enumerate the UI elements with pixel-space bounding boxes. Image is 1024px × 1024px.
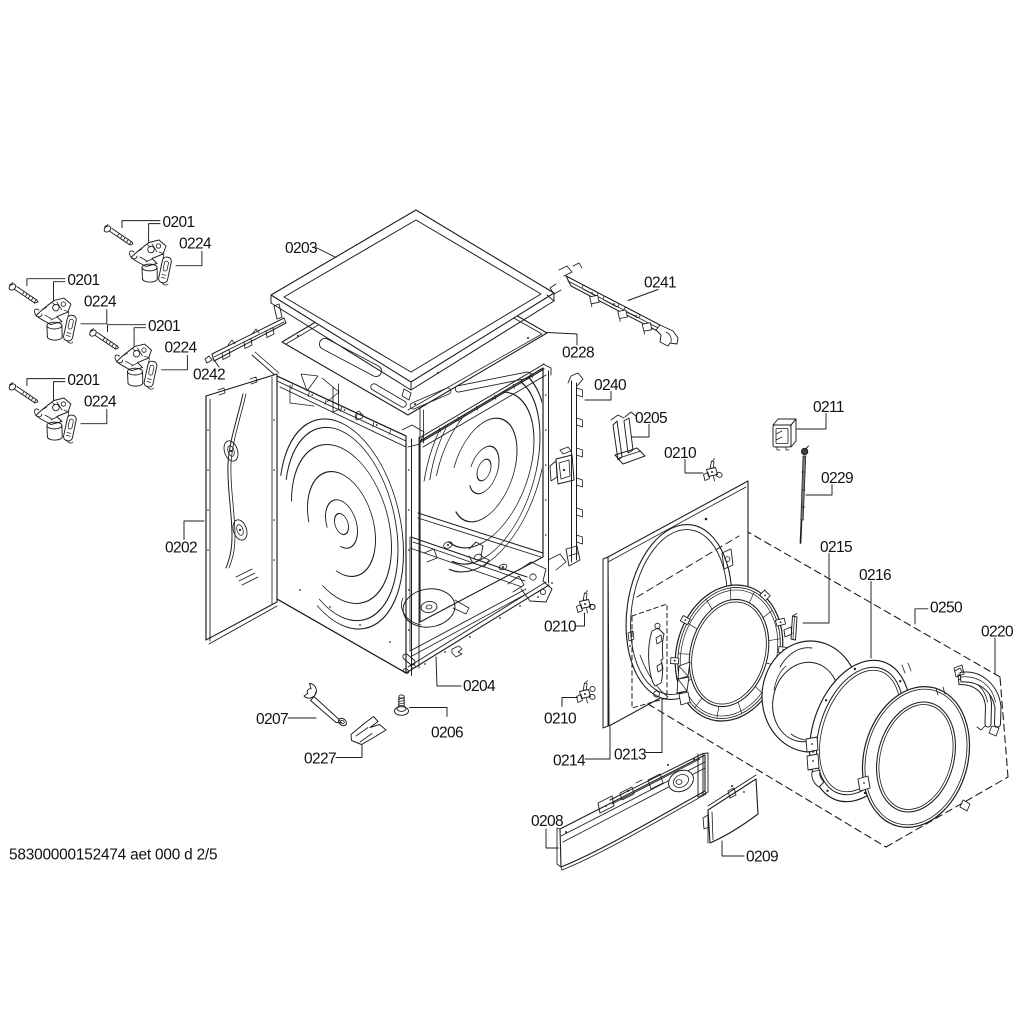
svg-text:0224: 0224: [165, 340, 198, 357]
svg-text:0205: 0205: [635, 410, 667, 427]
svg-text:0213: 0213: [614, 746, 646, 763]
svg-text:0201: 0201: [148, 318, 180, 335]
svg-text:58300000152474 aet 000 d 2/5: 58300000152474 aet 000 d 2/5: [9, 847, 217, 864]
svg-text:0224: 0224: [179, 236, 212, 253]
svg-text:0250: 0250: [930, 599, 963, 616]
svg-text:0210: 0210: [544, 619, 577, 636]
svg-text:0240: 0240: [594, 377, 627, 394]
svg-text:0209: 0209: [746, 848, 778, 865]
svg-text:0201: 0201: [67, 272, 99, 289]
svg-text:0242: 0242: [193, 367, 225, 384]
svg-text:0208: 0208: [531, 813, 563, 830]
svg-text:0210: 0210: [544, 711, 577, 728]
svg-text:0206: 0206: [431, 724, 463, 741]
svg-text:0227: 0227: [304, 751, 336, 768]
svg-text:0211: 0211: [813, 399, 844, 416]
svg-text:0220: 0220: [981, 623, 1014, 640]
svg-text:0214: 0214: [553, 752, 586, 769]
svg-text:0224: 0224: [84, 394, 117, 411]
svg-text:0204: 0204: [463, 678, 496, 695]
svg-text:0210: 0210: [664, 445, 697, 462]
svg-text:0229: 0229: [821, 470, 853, 487]
svg-text:0224: 0224: [84, 294, 117, 311]
svg-text:0201: 0201: [67, 372, 99, 389]
svg-text:0201: 0201: [163, 214, 195, 231]
svg-text:0203: 0203: [285, 240, 317, 257]
svg-text:0215: 0215: [820, 539, 852, 556]
svg-text:0241: 0241: [644, 275, 676, 292]
svg-text:0228: 0228: [562, 345, 594, 362]
svg-text:0202: 0202: [165, 540, 197, 557]
svg-text:0207: 0207: [256, 711, 288, 728]
svg-text:0216: 0216: [859, 567, 891, 584]
